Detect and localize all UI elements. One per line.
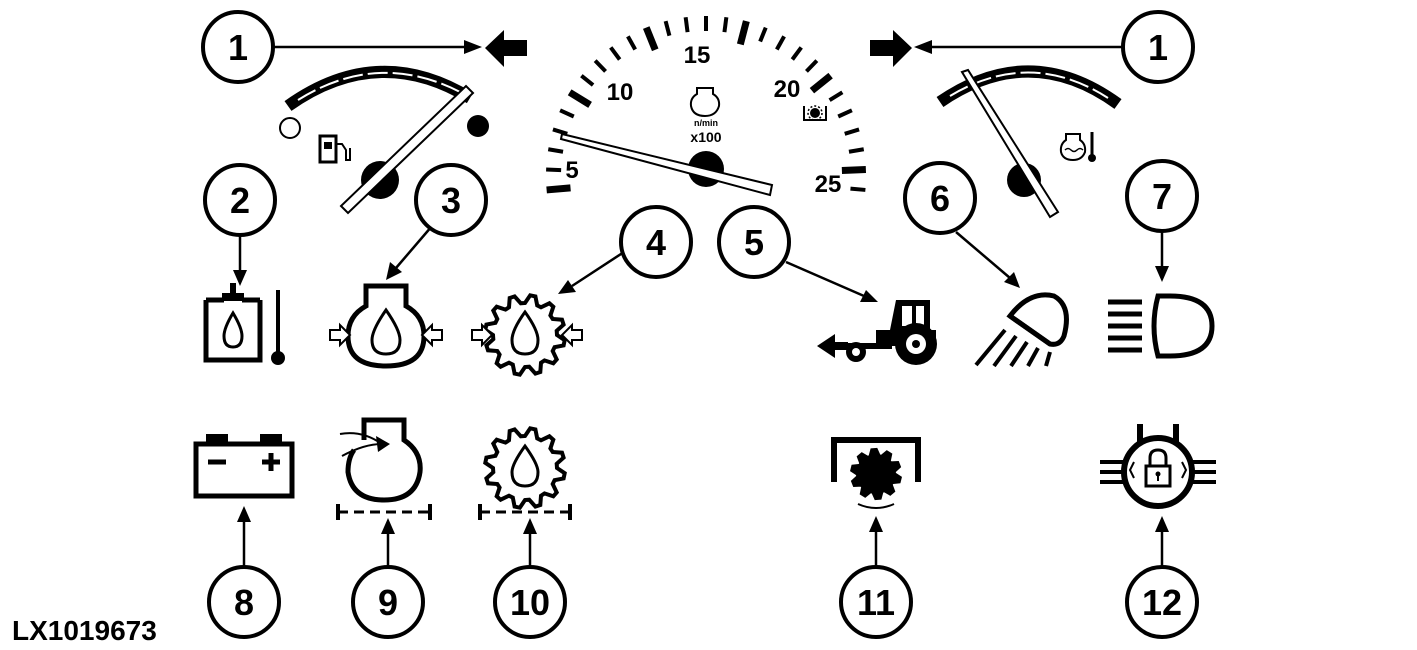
engine-icon bbox=[689, 87, 721, 118]
callout-11: 11 bbox=[839, 565, 913, 639]
tach-tick bbox=[546, 167, 562, 173]
tach-tick bbox=[552, 127, 568, 136]
callout-3: 3 bbox=[414, 163, 488, 237]
tach-tick bbox=[567, 89, 592, 108]
callout-9: 9 bbox=[351, 565, 425, 639]
callout-label: 6 bbox=[930, 178, 950, 219]
tach-tick bbox=[593, 59, 607, 73]
tach-tick bbox=[626, 35, 637, 51]
work-light-icon bbox=[974, 292, 1069, 368]
coolant-temperature-icon bbox=[1059, 132, 1096, 162]
tachometer: 5 10 15 20 25 n/min x100 bbox=[546, 16, 867, 198]
tach-tick bbox=[547, 147, 564, 154]
transmission-oil-filter-icon bbox=[478, 426, 572, 520]
callout-label: 11 bbox=[857, 582, 895, 623]
tach-tick bbox=[758, 26, 768, 43]
callout-label: 1 bbox=[1148, 27, 1168, 68]
callout-1-left: 1 bbox=[201, 10, 275, 84]
callout-label: 5 bbox=[744, 222, 764, 263]
fuel-pump-icon bbox=[318, 134, 351, 164]
tach-tick bbox=[841, 166, 867, 175]
tach-label-20: 20 bbox=[774, 76, 801, 103]
callout-label: 4 bbox=[646, 222, 666, 263]
callout-label: 3 bbox=[441, 180, 461, 221]
hydraulic-oil-temperature-icon bbox=[203, 283, 285, 365]
battery-charge-icon bbox=[193, 434, 295, 499]
tach-tick bbox=[805, 59, 819, 73]
callout-5: 5 bbox=[717, 205, 791, 279]
tach-label-10: 10 bbox=[607, 79, 634, 106]
callout-4: 4 bbox=[619, 205, 693, 279]
tach-needle bbox=[559, 132, 774, 197]
callout-label: 9 bbox=[378, 582, 398, 623]
preheat-icon bbox=[803, 105, 827, 121]
callout-12: 12 bbox=[1125, 565, 1199, 639]
tach-tick bbox=[722, 17, 729, 33]
temp-needle bbox=[960, 68, 1060, 219]
tach-tick bbox=[580, 74, 595, 87]
tach-tick bbox=[609, 46, 622, 61]
fuel-gauge bbox=[279, 65, 489, 215]
callout-label: 7 bbox=[1152, 176, 1172, 217]
tachometer-ticks bbox=[546, 16, 867, 194]
tach-tick bbox=[643, 26, 659, 52]
tach-tick bbox=[663, 20, 672, 37]
tach-tick bbox=[546, 184, 571, 194]
tach-tick bbox=[683, 17, 690, 33]
callout-7: 7 bbox=[1125, 159, 1199, 233]
tach-label-15: 15 bbox=[684, 42, 711, 69]
tach-tick bbox=[775, 35, 786, 51]
figure-id: LX1019673 bbox=[12, 615, 157, 646]
tach-tick bbox=[809, 72, 833, 94]
tach-tick bbox=[837, 108, 853, 119]
full-indicator-icon bbox=[467, 115, 489, 137]
coolant-temperature-gauge bbox=[936, 65, 1122, 219]
callout-2: 2 bbox=[203, 163, 277, 237]
tach-tick bbox=[790, 46, 803, 61]
tach-label-25: 25 bbox=[815, 171, 842, 198]
trailer-indicator-icon bbox=[817, 300, 937, 365]
tach-unit-top: n/min bbox=[694, 118, 718, 128]
callout-label: 10 bbox=[510, 582, 550, 623]
engine-oil-pressure-icon bbox=[329, 283, 443, 369]
empty-indicator-icon bbox=[279, 117, 301, 139]
tach-tick bbox=[559, 108, 575, 119]
gear-outline bbox=[850, 447, 902, 501]
callout-10: 10 bbox=[493, 565, 567, 639]
engine-air-filter-icon bbox=[336, 417, 432, 520]
tach-tick bbox=[848, 147, 865, 154]
tach-tick bbox=[844, 127, 860, 136]
callout-label: 1 bbox=[228, 27, 248, 68]
callout-label: 8 bbox=[234, 582, 254, 623]
right-turn-arrow-icon bbox=[870, 30, 912, 67]
differential-lock-icon bbox=[1100, 424, 1216, 509]
pto-icon bbox=[831, 437, 921, 509]
callout-8: 8 bbox=[207, 565, 281, 639]
tach-unit-bottom: x100 bbox=[690, 129, 721, 145]
callout-6: 6 bbox=[903, 161, 977, 235]
left-turn-arrow-icon bbox=[485, 30, 527, 67]
callout-label: 12 bbox=[1142, 582, 1182, 623]
callout-label: 2 bbox=[230, 180, 250, 221]
tach-tick bbox=[736, 20, 750, 46]
tach-label-5: 5 bbox=[565, 157, 578, 184]
tach-tick bbox=[828, 90, 844, 102]
fuel-needle bbox=[339, 84, 475, 215]
callout-1-right: 1 bbox=[1121, 10, 1195, 84]
high-beam-icon bbox=[1108, 293, 1215, 359]
leader-lines bbox=[233, 40, 1169, 566]
transmission-oil-pressure-icon bbox=[471, 293, 583, 377]
tach-tick bbox=[850, 186, 866, 192]
